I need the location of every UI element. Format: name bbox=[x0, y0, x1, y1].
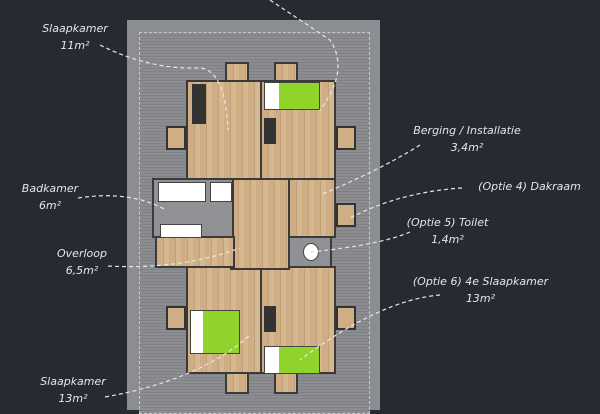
shower bbox=[210, 182, 232, 202]
sink bbox=[160, 224, 202, 238]
window bbox=[166, 306, 186, 330]
bed bbox=[264, 82, 320, 110]
desk bbox=[264, 306, 276, 332]
bathtub bbox=[158, 182, 206, 202]
room-berging bbox=[288, 178, 336, 238]
label-dakraam: (Optie 4) Dakraam bbox=[478, 180, 581, 193]
room-stair bbox=[155, 236, 235, 268]
dakraam-window bbox=[336, 203, 356, 227]
leader-lines bbox=[77, 0, 463, 398]
window bbox=[166, 126, 186, 150]
treadmill bbox=[192, 84, 206, 124]
desk bbox=[264, 118, 276, 144]
window bbox=[336, 126, 356, 150]
bed bbox=[190, 310, 240, 354]
